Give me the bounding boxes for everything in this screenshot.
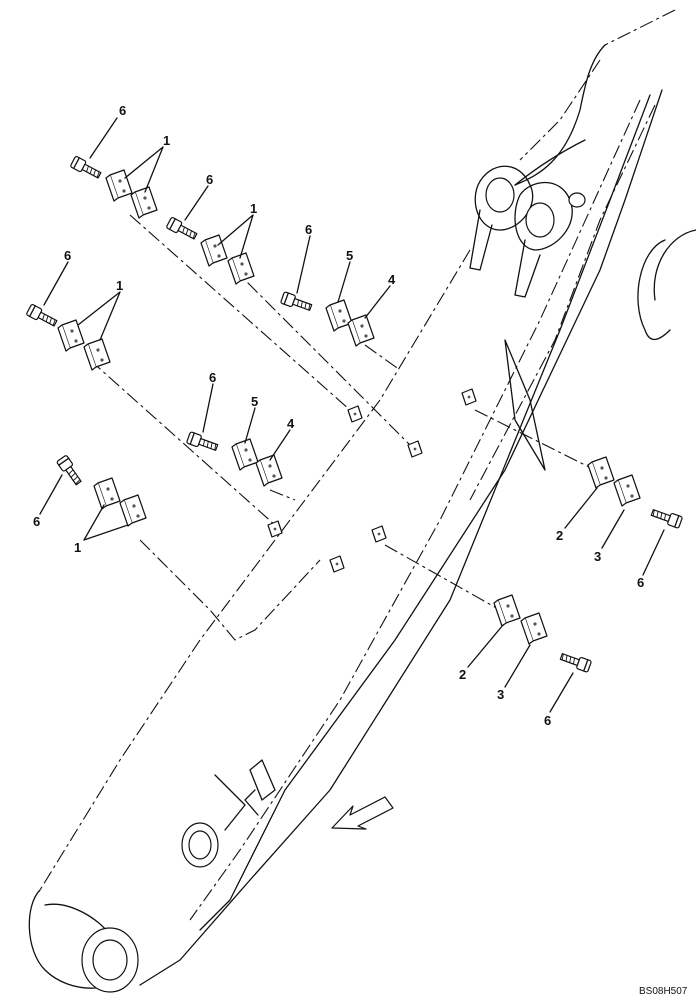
callout-10: 6 <box>209 370 216 385</box>
callout-20: 6 <box>544 713 551 728</box>
callout-4: 1 <box>250 201 257 216</box>
callout-5: 6 <box>305 222 312 237</box>
plate-5-a <box>325 299 353 332</box>
plate-3-a <box>613 474 641 507</box>
plate-1-c <box>57 319 111 371</box>
callout-8: 6 <box>64 248 71 263</box>
callout-6: 5 <box>346 248 353 263</box>
leader-lines <box>89 214 596 641</box>
callout-17: 6 <box>637 575 644 590</box>
callout-13: 6 <box>33 514 40 529</box>
plate-1-b <box>200 234 255 285</box>
callout-9: 1 <box>116 278 123 293</box>
bolt-6-f <box>55 454 85 488</box>
bolt-6-a <box>69 155 103 182</box>
plate-4-a <box>347 314 375 347</box>
callout-leaders <box>39 117 665 713</box>
mount-slots <box>267 388 477 573</box>
plate-3-b <box>520 612 548 645</box>
callout-7: 4 <box>388 272 396 287</box>
direction-arrow-icon <box>331 796 394 830</box>
callout-19: 3 <box>497 687 504 702</box>
bolt-6-b <box>165 216 199 243</box>
callout-labels: 6 1 6 1 6 5 4 6 1 6 5 4 6 1 2 3 6 2 3 6 <box>33 103 644 728</box>
plate-2-b <box>493 594 521 627</box>
drawing-code: BS08H507 <box>639 986 688 997</box>
callout-1: 6 <box>119 103 126 118</box>
plate-2-a <box>587 456 615 489</box>
plate-4-b <box>255 454 283 487</box>
bolt-6-c <box>279 290 314 314</box>
callout-14: 1 <box>74 540 81 555</box>
callout-3: 6 <box>206 172 213 187</box>
callout-2: 1 <box>163 133 170 148</box>
plate-1-a <box>105 169 158 219</box>
callout-16: 3 <box>594 549 601 564</box>
arm-outline <box>28 9 696 993</box>
callout-18: 2 <box>459 667 466 682</box>
bolt-6-g <box>649 506 684 530</box>
callout-12: 4 <box>287 416 295 431</box>
callout-15: 2 <box>556 528 563 543</box>
plate-1-d <box>93 477 147 527</box>
bolt-6-h <box>558 650 593 674</box>
bolt-6-d <box>25 303 59 330</box>
callout-11: 5 <box>251 394 258 409</box>
